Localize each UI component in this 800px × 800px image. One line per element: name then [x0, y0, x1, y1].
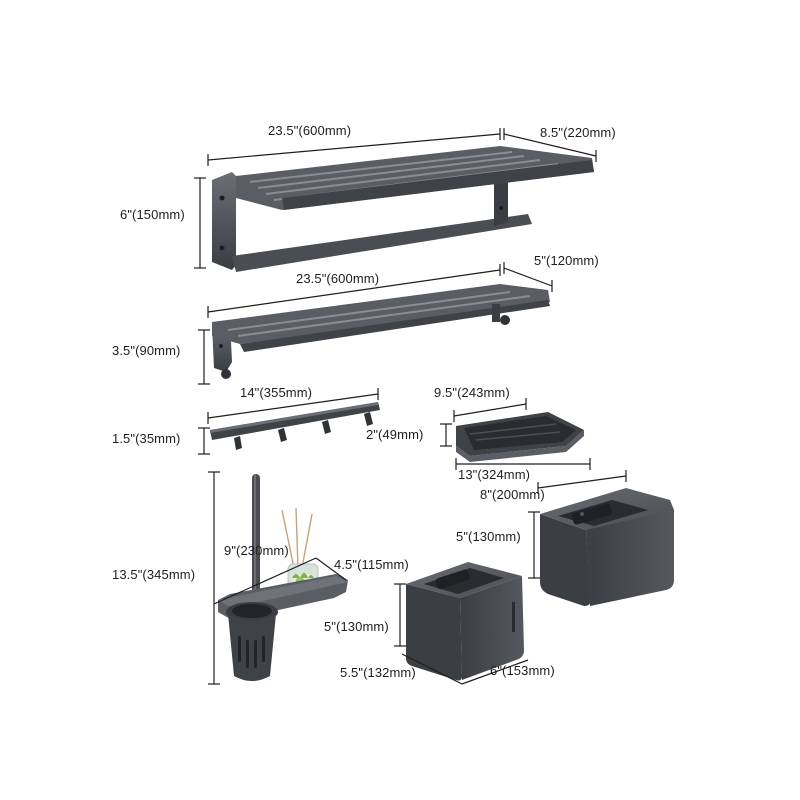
hook: [322, 420, 331, 434]
rack-lower-bar: [232, 214, 532, 272]
large-box-side: [586, 504, 674, 606]
dim-corner-shelf-width: 9.5"(243mm): [434, 385, 510, 400]
dim-hook-rail-length: 14"(355mm): [240, 385, 313, 400]
dim-single-rack-depth: 5"(120mm): [534, 253, 599, 268]
toilet-brush-holder: [218, 474, 348, 681]
dim-double-rack-depth: 8.5"(220mm): [540, 125, 616, 140]
dim-double-rack-length: 23.5"(600mm): [268, 123, 352, 138]
dim-double-rack-height: 6"(150mm): [120, 207, 185, 222]
rack-bracket: [494, 176, 508, 226]
rack-bracket: [212, 172, 236, 270]
single-towel-rack: [212, 284, 550, 379]
dimension-lines: [194, 128, 627, 685]
dim-corner-shelf-height: 2"(49mm): [366, 427, 424, 442]
large-tissue-box: [540, 488, 674, 606]
dim-corner-shelf-length: 13"(324mm): [458, 467, 531, 482]
large-box-front: [540, 514, 591, 606]
small-box-front: [406, 584, 462, 681]
dim-small-box-depth: 5.5"(132mm): [340, 665, 416, 680]
hook-rail: [210, 402, 380, 450]
brush-cup: [228, 614, 276, 681]
small-tissue-box: [406, 562, 524, 681]
dim-single-rack-height: 3.5"(90mm): [112, 343, 181, 358]
hook: [234, 436, 242, 450]
hook: [364, 412, 373, 426]
dim-single-rack-length: 23.5"(600mm): [296, 271, 380, 286]
dim-large-box-height: 5"(130mm): [456, 529, 521, 544]
dim-large-box-width: 8"(200mm): [480, 487, 545, 502]
dim-brush-holder-height: 13.5"(345mm): [112, 567, 196, 582]
dim-hook-rail-height: 1.5"(35mm): [112, 431, 181, 446]
corner-shelf: [456, 412, 584, 462]
double-towel-rack: [212, 146, 594, 272]
small-box-side: [460, 576, 524, 680]
hook: [278, 428, 287, 442]
dim-small-box-height: 5"(130mm): [324, 619, 389, 634]
dim-brush-holder-length: 9"(230mm): [224, 543, 289, 558]
phone-icon: [435, 569, 470, 589]
dim-small-box-width: 6"(153mm): [490, 663, 555, 678]
phone-icon: [571, 503, 613, 525]
dim-brush-holder-width: 4.5"(115mm): [334, 557, 409, 572]
